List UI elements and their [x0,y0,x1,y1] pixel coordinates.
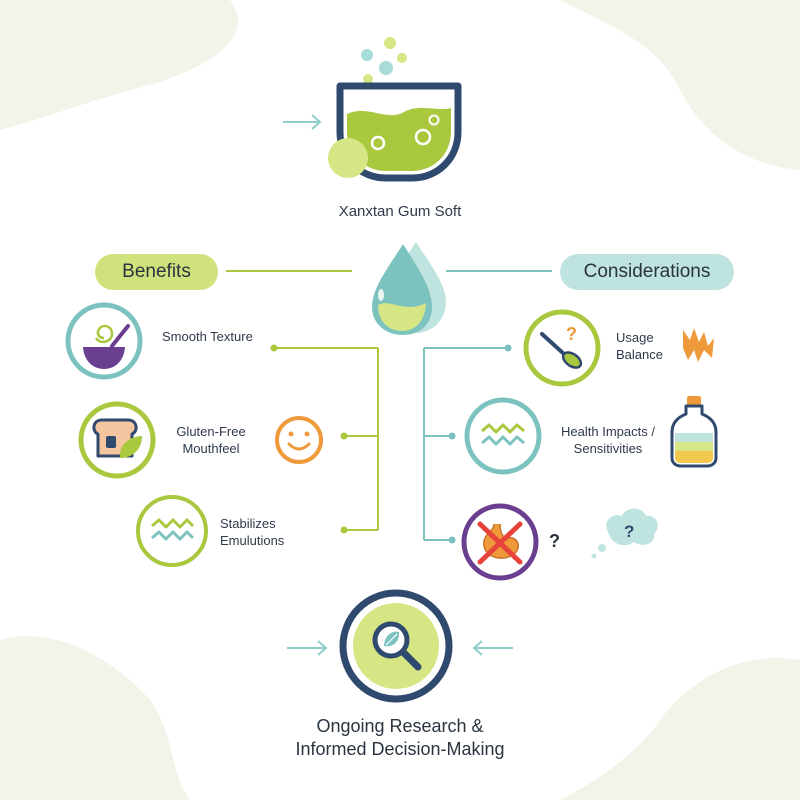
connector-dot [504,344,512,352]
connector-dot [448,432,456,440]
label-line: Gluten-Free [176,424,246,439]
arrow-left-icon [472,640,513,656]
considerations-heading: Considerations [560,254,734,290]
svg-text:?: ? [566,324,577,344]
spoon-question-icon: ? [523,309,601,387]
question-mark: ? [549,531,560,551]
consideration-label: Usage Balance [616,329,663,363]
magnifier-leaf-icon [339,589,453,703]
connector-dot [448,536,456,544]
bottle-icon [670,396,718,468]
label-line: Sensitivities [573,441,643,456]
label-line: Smooth Texture [162,329,253,344]
label-line: Mouthfeel [182,441,240,456]
background-blob [0,636,190,800]
bread-leaf-icon [78,401,156,479]
footer-caption: Ongoing Research & Informed Decision-Mak… [250,715,550,761]
label-line: Health Impacts / [561,424,655,439]
background-blob [0,0,239,130]
svg-text:?: ? [624,522,634,541]
label-line: Balance [616,347,663,362]
connector-dot [270,344,278,352]
stomach-crossed-icon [461,503,539,581]
zigzag-icon [683,328,714,362]
wave-lines-icon [464,397,542,475]
arrow-right-icon [283,114,322,130]
label-line: Stabilizes [220,516,276,531]
label-line: Usage [616,330,654,345]
diagram-title: Xanxtan Gum Soft [338,203,462,220]
droplet-icon [372,242,446,335]
bowl-swirl-icon [65,302,143,380]
consideration-label: Health Impacts / Sensitivities [552,423,664,457]
benefit-label: Gluten-Free Mouthfeel [165,423,257,457]
background-blob [560,658,800,800]
wave-lines-icon [136,495,208,567]
background-blob [560,0,800,170]
thought-bubble-icon: ? [591,508,658,559]
beaker-icon [328,37,462,182]
connector-dot [340,432,348,440]
considerations-connector [423,347,508,541]
benefits-heading: Benefits [95,254,218,290]
benefit-label: Smooth Texture [162,329,253,344]
smiley-icon [275,416,323,464]
footer-line: Informed Decision-Making [295,739,505,759]
footer-line: Ongoing Research & [316,716,484,736]
benefits-connector [274,347,379,531]
label-line: Emulutions [220,533,285,548]
benefit-label: Stabilizes Emulutions [220,515,284,549]
connector-dot [340,526,348,534]
arrow-right-icon [287,640,328,656]
